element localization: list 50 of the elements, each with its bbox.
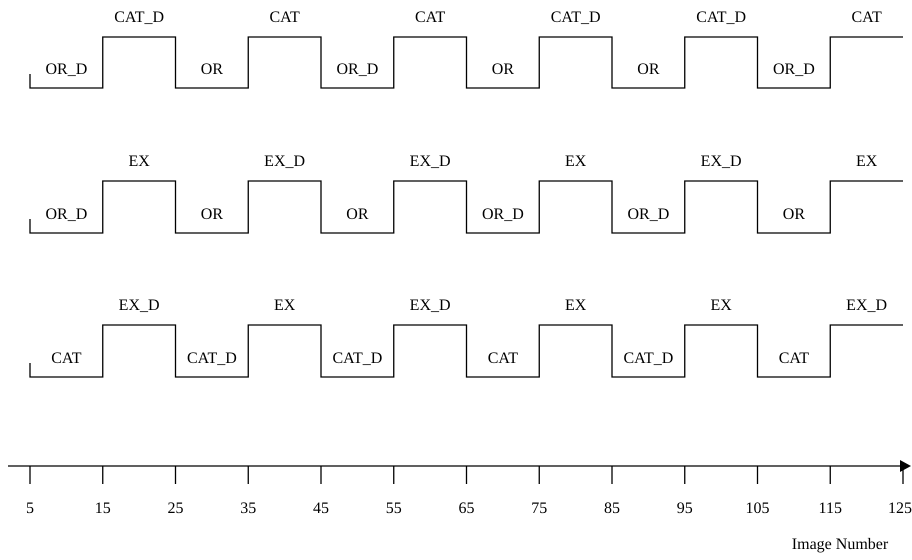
- block-label: OR: [200, 61, 223, 79]
- block-label: EX_D: [410, 297, 451, 315]
- tick-label: 125: [888, 500, 912, 518]
- tick-label: 85: [604, 500, 620, 518]
- block-label: CAT_D: [623, 350, 674, 368]
- axis-title: Image Number: [792, 536, 888, 554]
- block-label: OR: [200, 206, 223, 224]
- block-label: OR_D: [627, 206, 670, 224]
- tick-label: 15: [94, 500, 111, 518]
- block-label: EX: [274, 297, 296, 315]
- tick-label: 95: [676, 500, 693, 518]
- block-label: OR_D: [45, 61, 88, 79]
- block-label: OR_D: [482, 206, 524, 224]
- block-label: CAT: [51, 350, 82, 368]
- block-label: CAT: [415, 9, 446, 27]
- block-label: CAT: [852, 9, 882, 27]
- block-label: OR: [346, 206, 368, 224]
- block-label: OR_D: [45, 206, 88, 224]
- block-label: OR: [492, 61, 514, 79]
- block-label: OR: [782, 206, 805, 224]
- block-label: EX: [564, 297, 586, 315]
- block-label: EX_D: [118, 297, 160, 315]
- block-label: OR_D: [772, 61, 815, 79]
- block-label: EX: [856, 153, 878, 171]
- block-label: EX_D: [846, 297, 888, 315]
- tick-label: 115: [818, 500, 842, 518]
- block-label: EX: [564, 153, 586, 171]
- block-label: EX: [128, 153, 150, 171]
- tick-label: 75: [531, 500, 548, 518]
- tick-label: 35: [240, 500, 256, 518]
- block-label: OR: [637, 61, 660, 79]
- block-label: EX_D: [410, 153, 451, 171]
- block-label: EX: [710, 297, 732, 315]
- block-label: EX_D: [700, 153, 742, 171]
- block-label: CAT_D: [696, 9, 746, 27]
- tick-label: 25: [168, 500, 184, 518]
- block-label: EX_D: [264, 153, 306, 171]
- block-label: CAT: [270, 9, 300, 27]
- block-label: CAT_D: [186, 350, 237, 368]
- block-label: CAT_D: [114, 9, 164, 27]
- block-label: CAT_D: [550, 9, 601, 27]
- tick-label: 55: [386, 500, 402, 518]
- tick-label: 105: [746, 500, 770, 518]
- block-label: CAT: [778, 350, 809, 368]
- block-label: CAT_D: [332, 350, 382, 368]
- block-label: OR_D: [336, 61, 378, 79]
- tick-label: 45: [313, 500, 329, 518]
- block-label: CAT: [488, 350, 518, 368]
- tick-label: 65: [458, 500, 474, 518]
- tick-label: 5: [26, 500, 34, 518]
